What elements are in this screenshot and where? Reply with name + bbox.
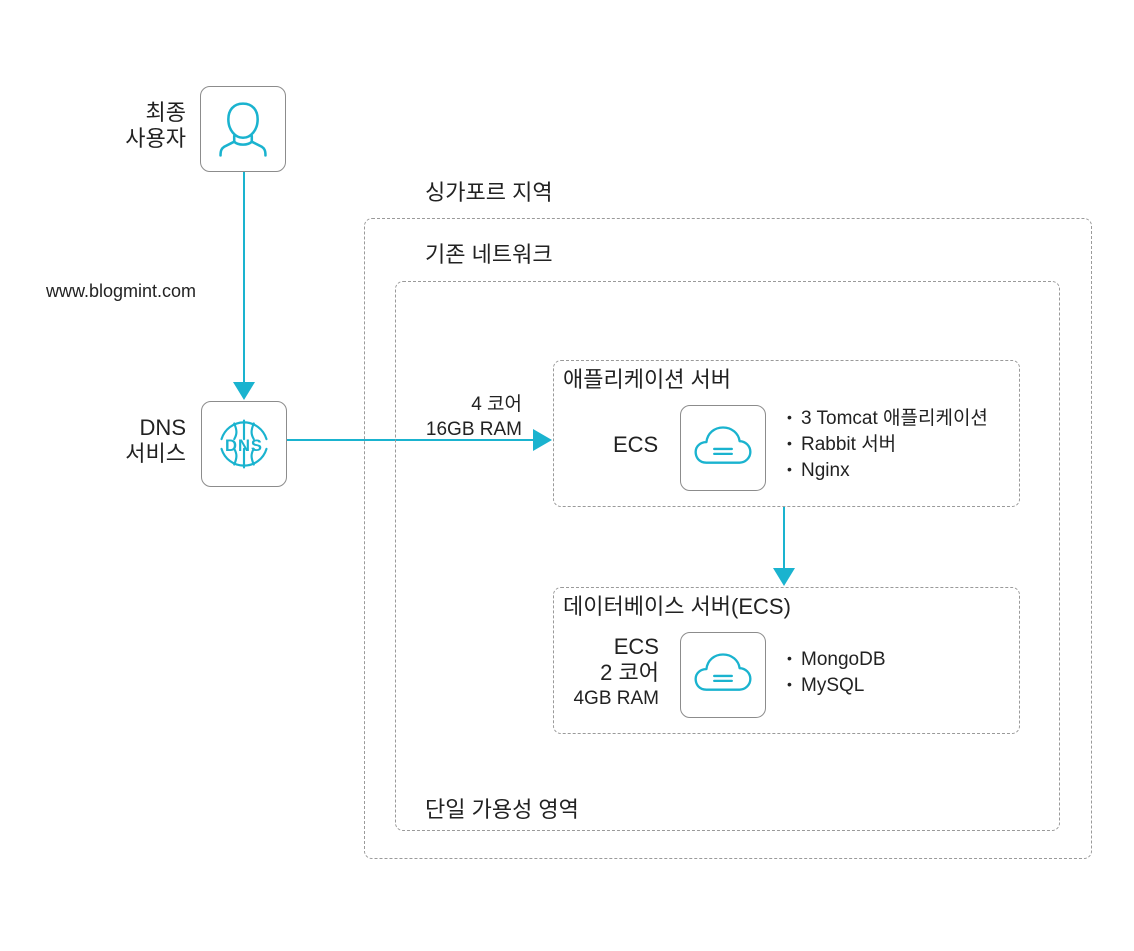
dns-to-app-arrow bbox=[533, 429, 552, 451]
region-title: 싱가포르 지역 bbox=[425, 180, 553, 205]
list-item: 3 Tomcat 애플리케이션 bbox=[787, 405, 988, 431]
db-server-spec: ECS 2 코어 4GB RAM bbox=[573, 634, 659, 709]
end-user-tile bbox=[200, 86, 286, 172]
network-box bbox=[395, 281, 1060, 831]
availability-zone-title: 단일 가용성 영역 bbox=[425, 797, 579, 822]
domain-label: www.blogmint.com bbox=[46, 281, 197, 301]
app-server-ecs-tile bbox=[680, 405, 766, 491]
user-to-dns-arrow bbox=[233, 382, 255, 400]
db-server-title: 데이터베이스 서버(ECS) bbox=[563, 594, 791, 619]
db-server-ecs-tile bbox=[680, 632, 766, 718]
list-item: MongoDB bbox=[787, 646, 886, 672]
cloud-icon bbox=[694, 653, 752, 691]
end-user-label: 최종 사용자 bbox=[125, 100, 186, 151]
app-server-box bbox=[553, 360, 1020, 507]
dns-icon: DNS bbox=[220, 419, 268, 469]
connection-spec: 4 코어 16GB RAM bbox=[425, 394, 522, 440]
app-server-title: 애플리케이션 서버 bbox=[563, 367, 732, 392]
app-server-components: 3 Tomcat 애플리케이션 Rabbit 서버 Nginx bbox=[787, 405, 988, 483]
user-icon bbox=[219, 102, 267, 157]
dns-service-label: DNS 서비스 bbox=[125, 415, 186, 466]
dns-icon-text: DNS bbox=[225, 436, 263, 455]
db-server-box bbox=[553, 587, 1020, 734]
db-server-components: MongoDB MySQL bbox=[787, 646, 886, 698]
app-to-db-arrow bbox=[773, 568, 795, 586]
list-item: Rabbit 서버 bbox=[787, 431, 988, 457]
app-server-ecs-label: ECS bbox=[613, 432, 659, 457]
dns-tile: DNS bbox=[201, 401, 287, 487]
region-box bbox=[364, 218, 1092, 859]
cloud-icon bbox=[694, 426, 752, 464]
network-title: 기존 네트워크 bbox=[425, 242, 553, 267]
list-item: MySQL bbox=[787, 672, 886, 698]
list-item: Nginx bbox=[787, 457, 988, 483]
